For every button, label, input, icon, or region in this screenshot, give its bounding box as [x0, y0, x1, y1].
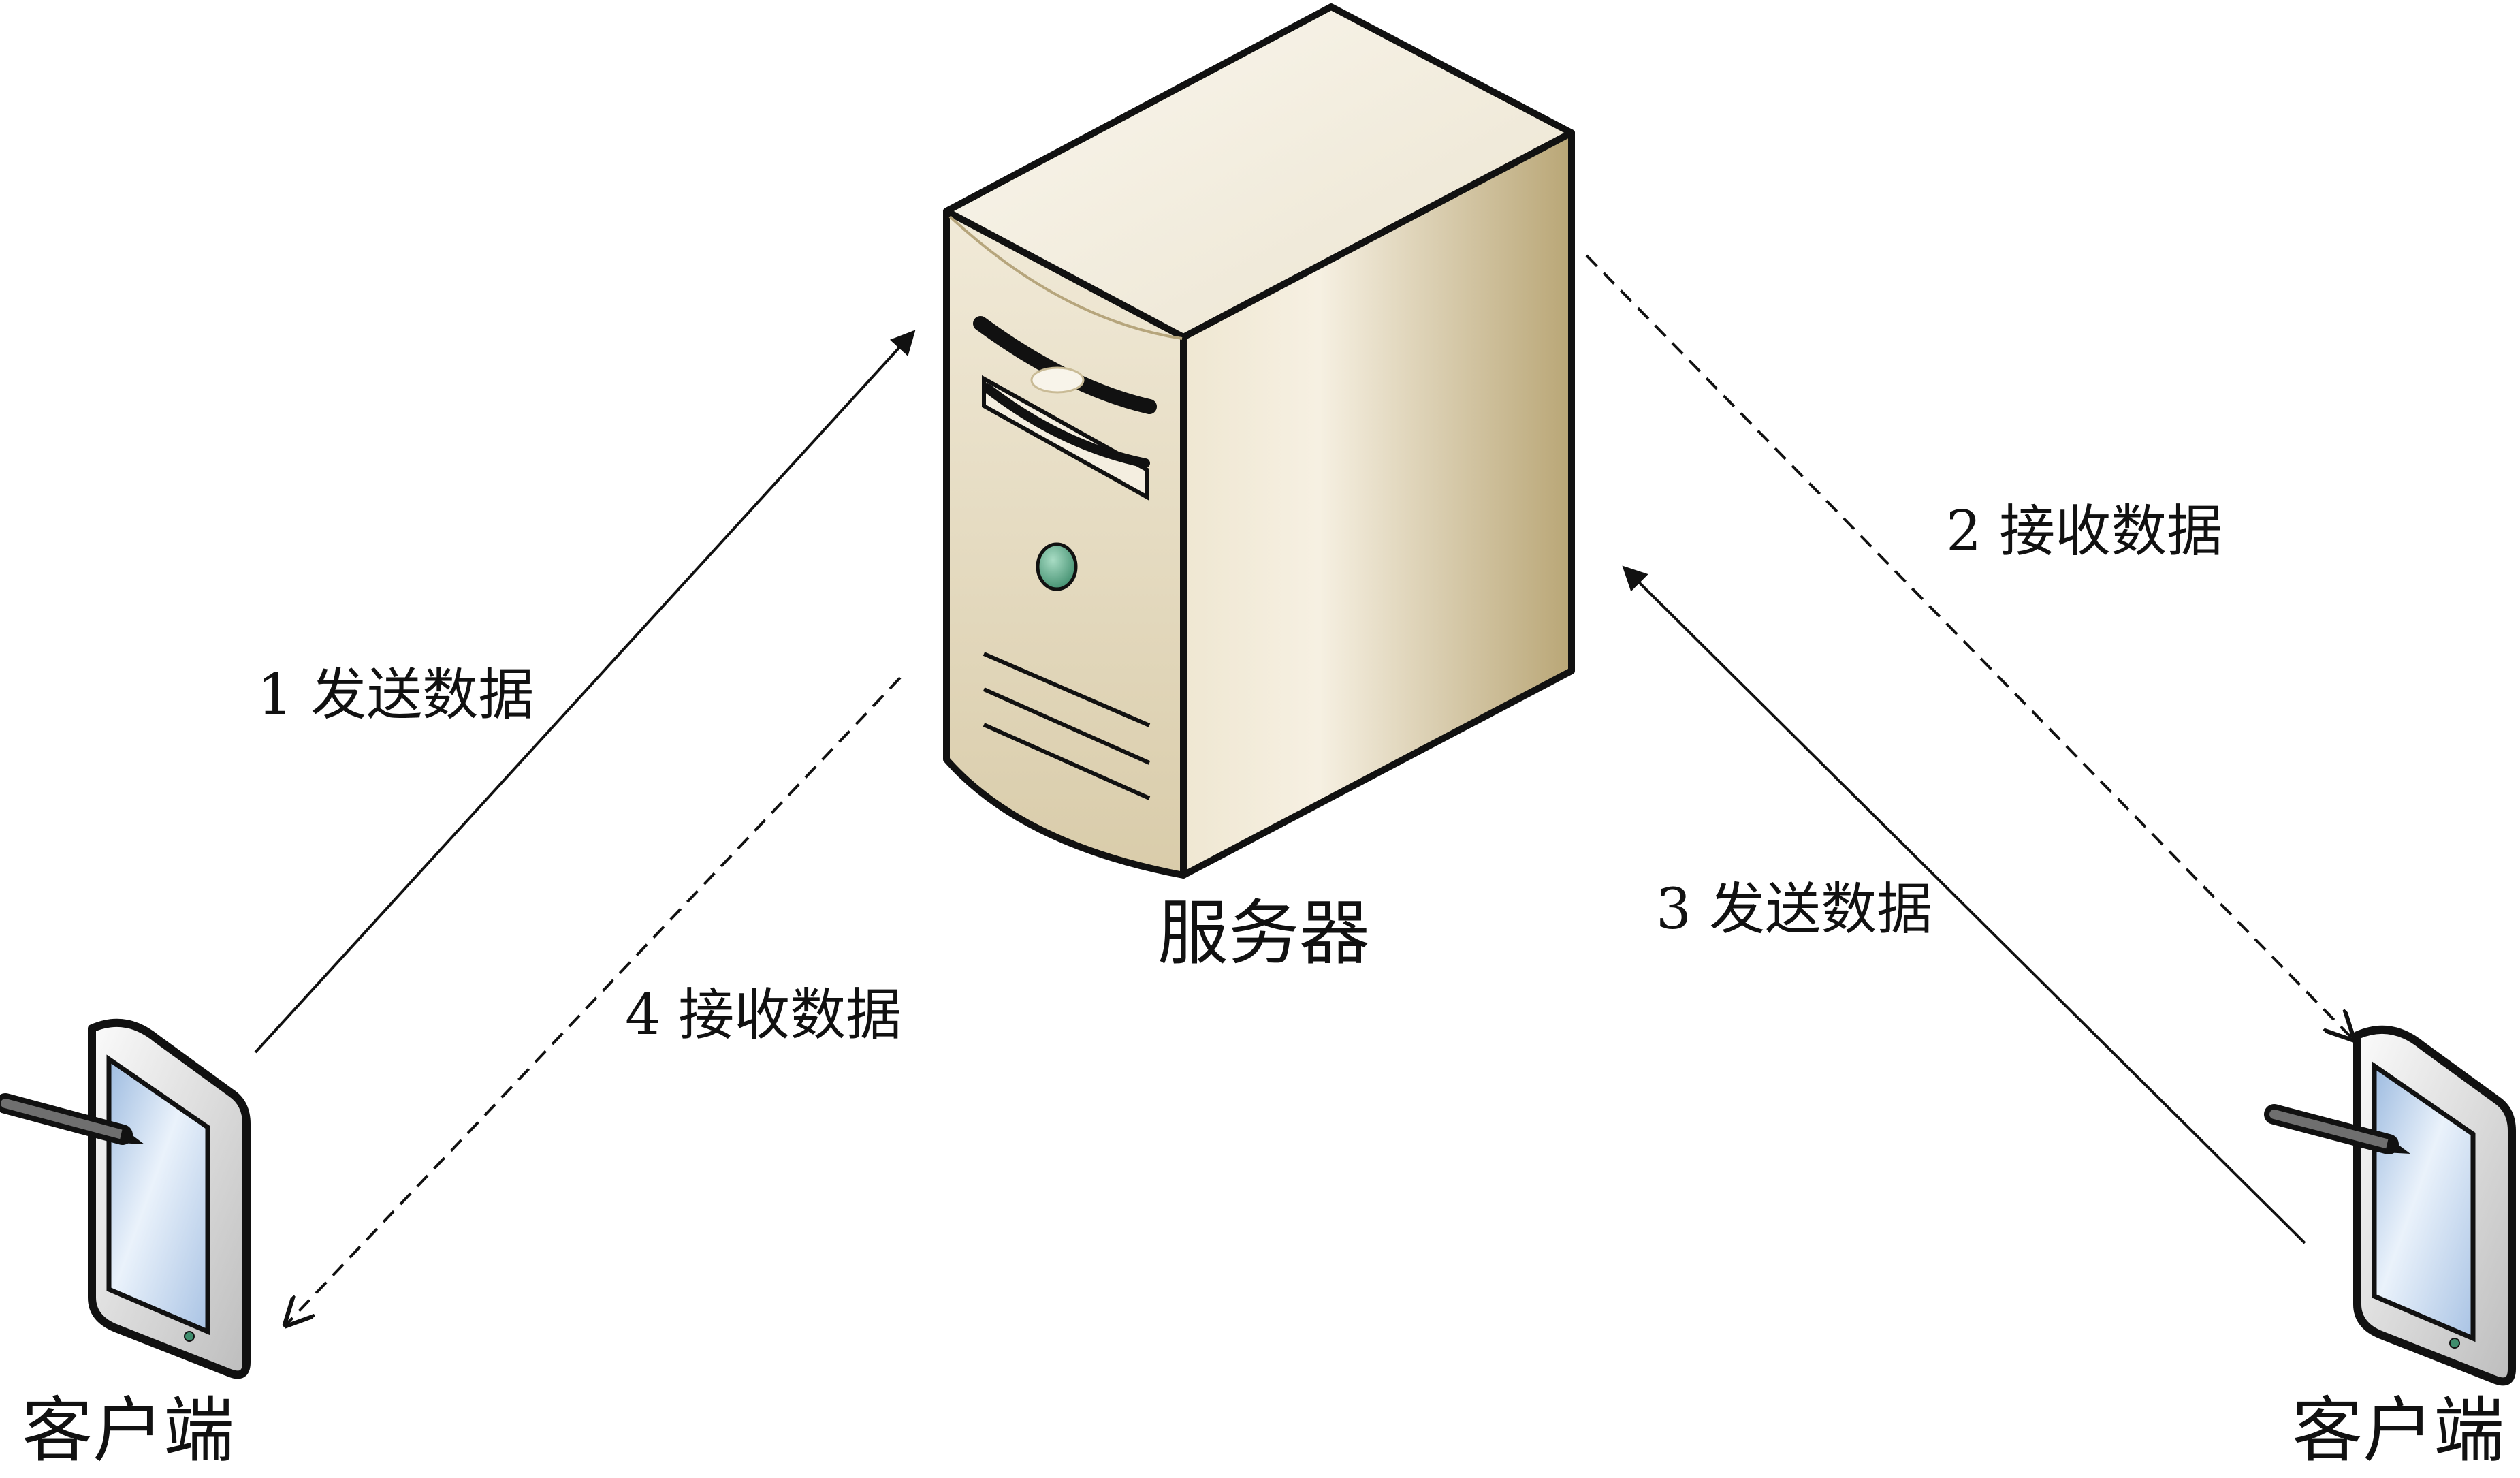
client-left-device [0, 1018, 251, 1379]
edge-1-label: 1 发送数据 [257, 663, 535, 727]
edge-2-arrow [1585, 254, 2352, 1039]
client-right-label: 客户端 [2292, 1389, 2505, 1472]
edge-4-arrow [286, 676, 902, 1325]
pda-tablet-icon [2353, 1025, 2516, 1386]
power-button-icon [1036, 542, 1078, 591]
edge-3-arrow [1622, 565, 2306, 1244]
stylus-icon [0, 1093, 144, 1145]
pda-tablet-icon [88, 1018, 251, 1379]
stylus-icon [2264, 1104, 2410, 1154]
edge-4-label: 4 接收数据 [625, 983, 902, 1048]
edge-3-label: 3 发送数据 [1656, 877, 1933, 942]
edge-1-arrow [254, 330, 916, 1054]
server-label: 服务器 [1158, 892, 1371, 975]
server-tower-icon [943, 3, 1575, 879]
edge-2-label: 2 接收数据 [1946, 499, 2223, 564]
client-left-label: 客户端 [22, 1389, 235, 1472]
client-right-device [2264, 1025, 2516, 1386]
